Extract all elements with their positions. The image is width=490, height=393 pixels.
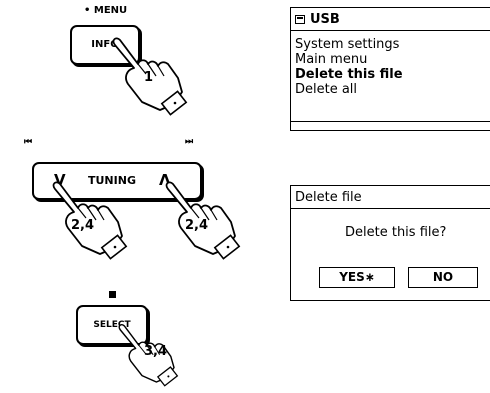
skip-forward-icon: ⏭ (185, 137, 193, 147)
pressing-hand-icon (52, 181, 128, 260)
yes-button[interactable]: YES∗ (319, 267, 395, 288)
pressing-hand-icon (165, 181, 241, 260)
select-button[interactable]: SELECT (76, 305, 148, 345)
usb-folder-icon (295, 15, 305, 24)
step-1-label: 1 (144, 70, 154, 85)
step-left-label: 2,4 (71, 218, 95, 233)
usb-screen-title: USB (295, 12, 340, 27)
dialog-question: Delete this file? (345, 225, 447, 240)
menu-item-delete-all[interactable]: Delete all (295, 82, 358, 97)
menu-caption: • MENU (84, 5, 128, 16)
tuning-down-arrow-icon[interactable]: V (54, 171, 66, 189)
screen-divider (291, 121, 490, 122)
usb-title-text: USB (310, 12, 340, 27)
info-button[interactable]: INFO (70, 25, 140, 65)
info-button-label: INFO (91, 39, 119, 50)
no-button[interactable]: NO (408, 267, 478, 288)
screen-divider (291, 208, 490, 209)
step-select-label: 3,4 (144, 344, 168, 359)
tuning-up-arrow-icon[interactable]: Λ (159, 171, 171, 189)
stop-icon (109, 291, 116, 298)
tuning-label: TUNING (88, 174, 136, 187)
select-button-label: SELECT (93, 320, 131, 330)
menu-item-delete-this-file[interactable]: Delete this file (295, 67, 403, 82)
step-right-label: 2,4 (185, 218, 209, 233)
skip-back-icon: ⏮ (24, 137, 32, 147)
menu-item-system-settings[interactable]: System settings (295, 37, 400, 52)
delete-file-screen: Delete file Delete this file? YES∗ NO (290, 185, 490, 301)
pressing-hand-icon (118, 323, 179, 387)
dialog-title: Delete file (295, 190, 362, 205)
pressing-hand-icon (112, 37, 188, 116)
screen-divider (291, 30, 490, 31)
menu-item-main-menu[interactable]: Main menu (295, 52, 368, 67)
usb-menu-screen: USB System settings Main menu Delete thi… (290, 7, 490, 131)
